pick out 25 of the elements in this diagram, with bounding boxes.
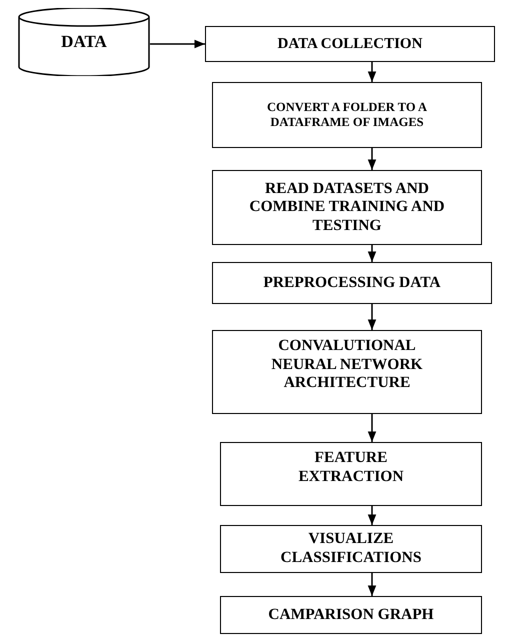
arrow: [150, 40, 205, 48]
node-label: CAMPARISON GRAPH: [268, 606, 434, 624]
node-label: CONVALUTIONAL NEURAL NETWORK ARCHITECTURE: [270, 337, 424, 393]
node-label: FEATURE EXTRACTION: [297, 449, 405, 486]
node-label: READ DATASETS AND COMBINE TRAINING AND TESTING: [248, 180, 446, 236]
process-box: [212, 170, 482, 245]
node-label: CONVERT A FOLDER TO A DATAFRAME OF IMAGES: [266, 100, 428, 130]
process-box: [220, 525, 482, 573]
process-box: [220, 442, 482, 506]
process-box: [212, 330, 482, 414]
process-box: [205, 26, 495, 62]
arrow: [368, 573, 376, 596]
arrow: [368, 414, 376, 442]
process-box: [212, 262, 492, 304]
node-label: DATA: [61, 32, 107, 52]
arrow: [368, 62, 376, 82]
arrow: [368, 506, 376, 525]
node-label: PREPROCESSING DATA: [263, 274, 441, 292]
arrow: [368, 304, 376, 330]
arrow: [368, 148, 376, 170]
process-box: [212, 82, 482, 148]
process-box: [220, 596, 482, 634]
node-label: DATA COLLECTION: [278, 35, 422, 53]
arrow: [368, 245, 376, 262]
node-label: VISUALIZE CLASSIFICATIONS: [280, 530, 422, 568]
